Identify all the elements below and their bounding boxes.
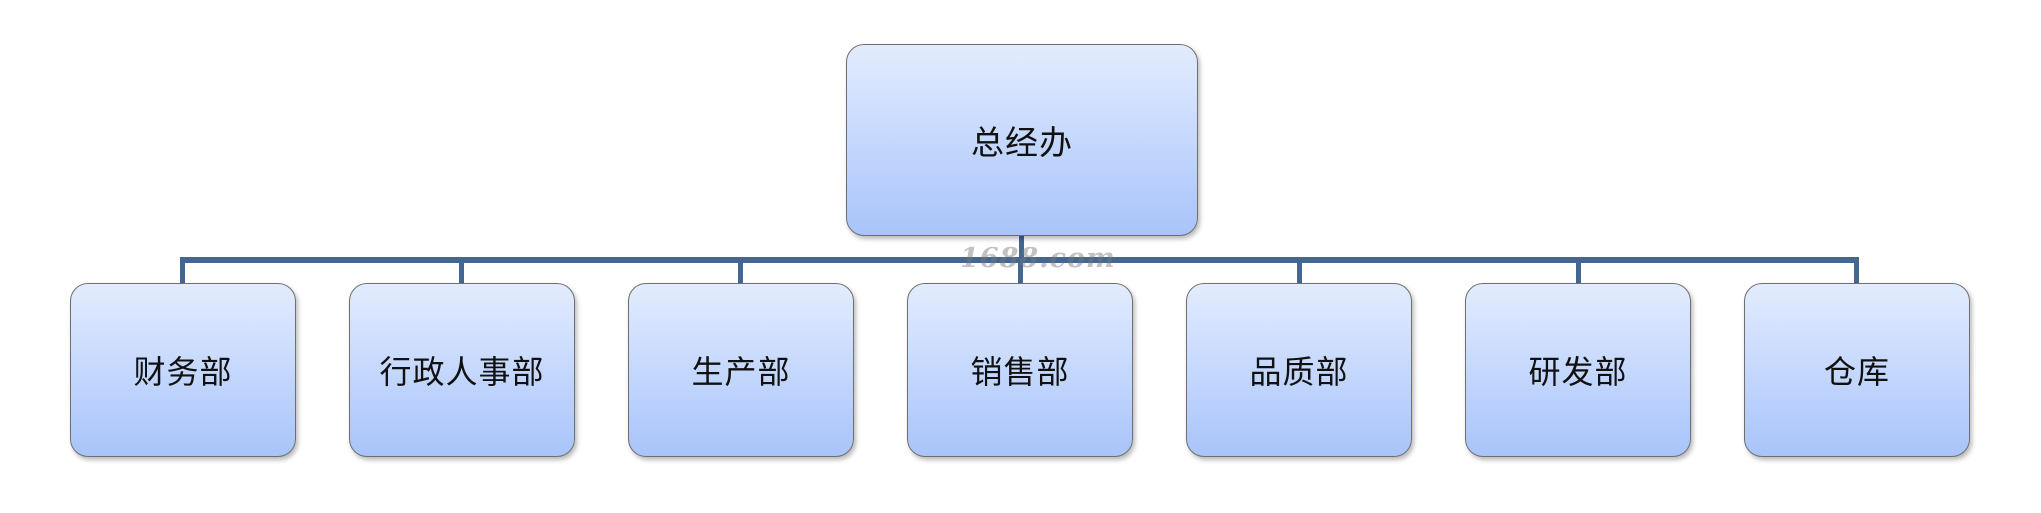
node-rnd: 研发部 [1465,283,1691,457]
node-finance: 财务部 [70,283,296,457]
node-label: 研发部 [1528,353,1628,391]
child-connector-sales [1018,257,1023,283]
child-connector-admin-hr [459,257,464,283]
child-connector-warehouse [1854,257,1859,283]
root-stem-connector [1019,236,1024,260]
child-connector-finance [180,257,185,283]
watermark-text: 1688.com [960,243,1116,274]
root-node-label: 总经办 [971,123,1073,162]
node-warehouse: 仓库 [1744,283,1970,457]
node-quality: 品质部 [1186,283,1412,457]
child-connector-rnd [1576,257,1581,283]
child-connector-production [738,257,743,283]
node-production: 生产部 [628,283,854,457]
node-label: 仓库 [1823,353,1890,391]
node-sales: 销售部 [907,283,1133,457]
node-label: 生产部 [691,353,791,391]
node-label: 财务部 [133,353,233,391]
root-node-general-office: 总经办 [846,44,1198,236]
node-label: 销售部 [970,353,1070,391]
node-label: 行政人事部 [379,353,545,391]
node-admin-hr: 行政人事部 [349,283,575,457]
child-connector-quality [1297,257,1302,283]
node-label: 品质部 [1249,353,1349,391]
